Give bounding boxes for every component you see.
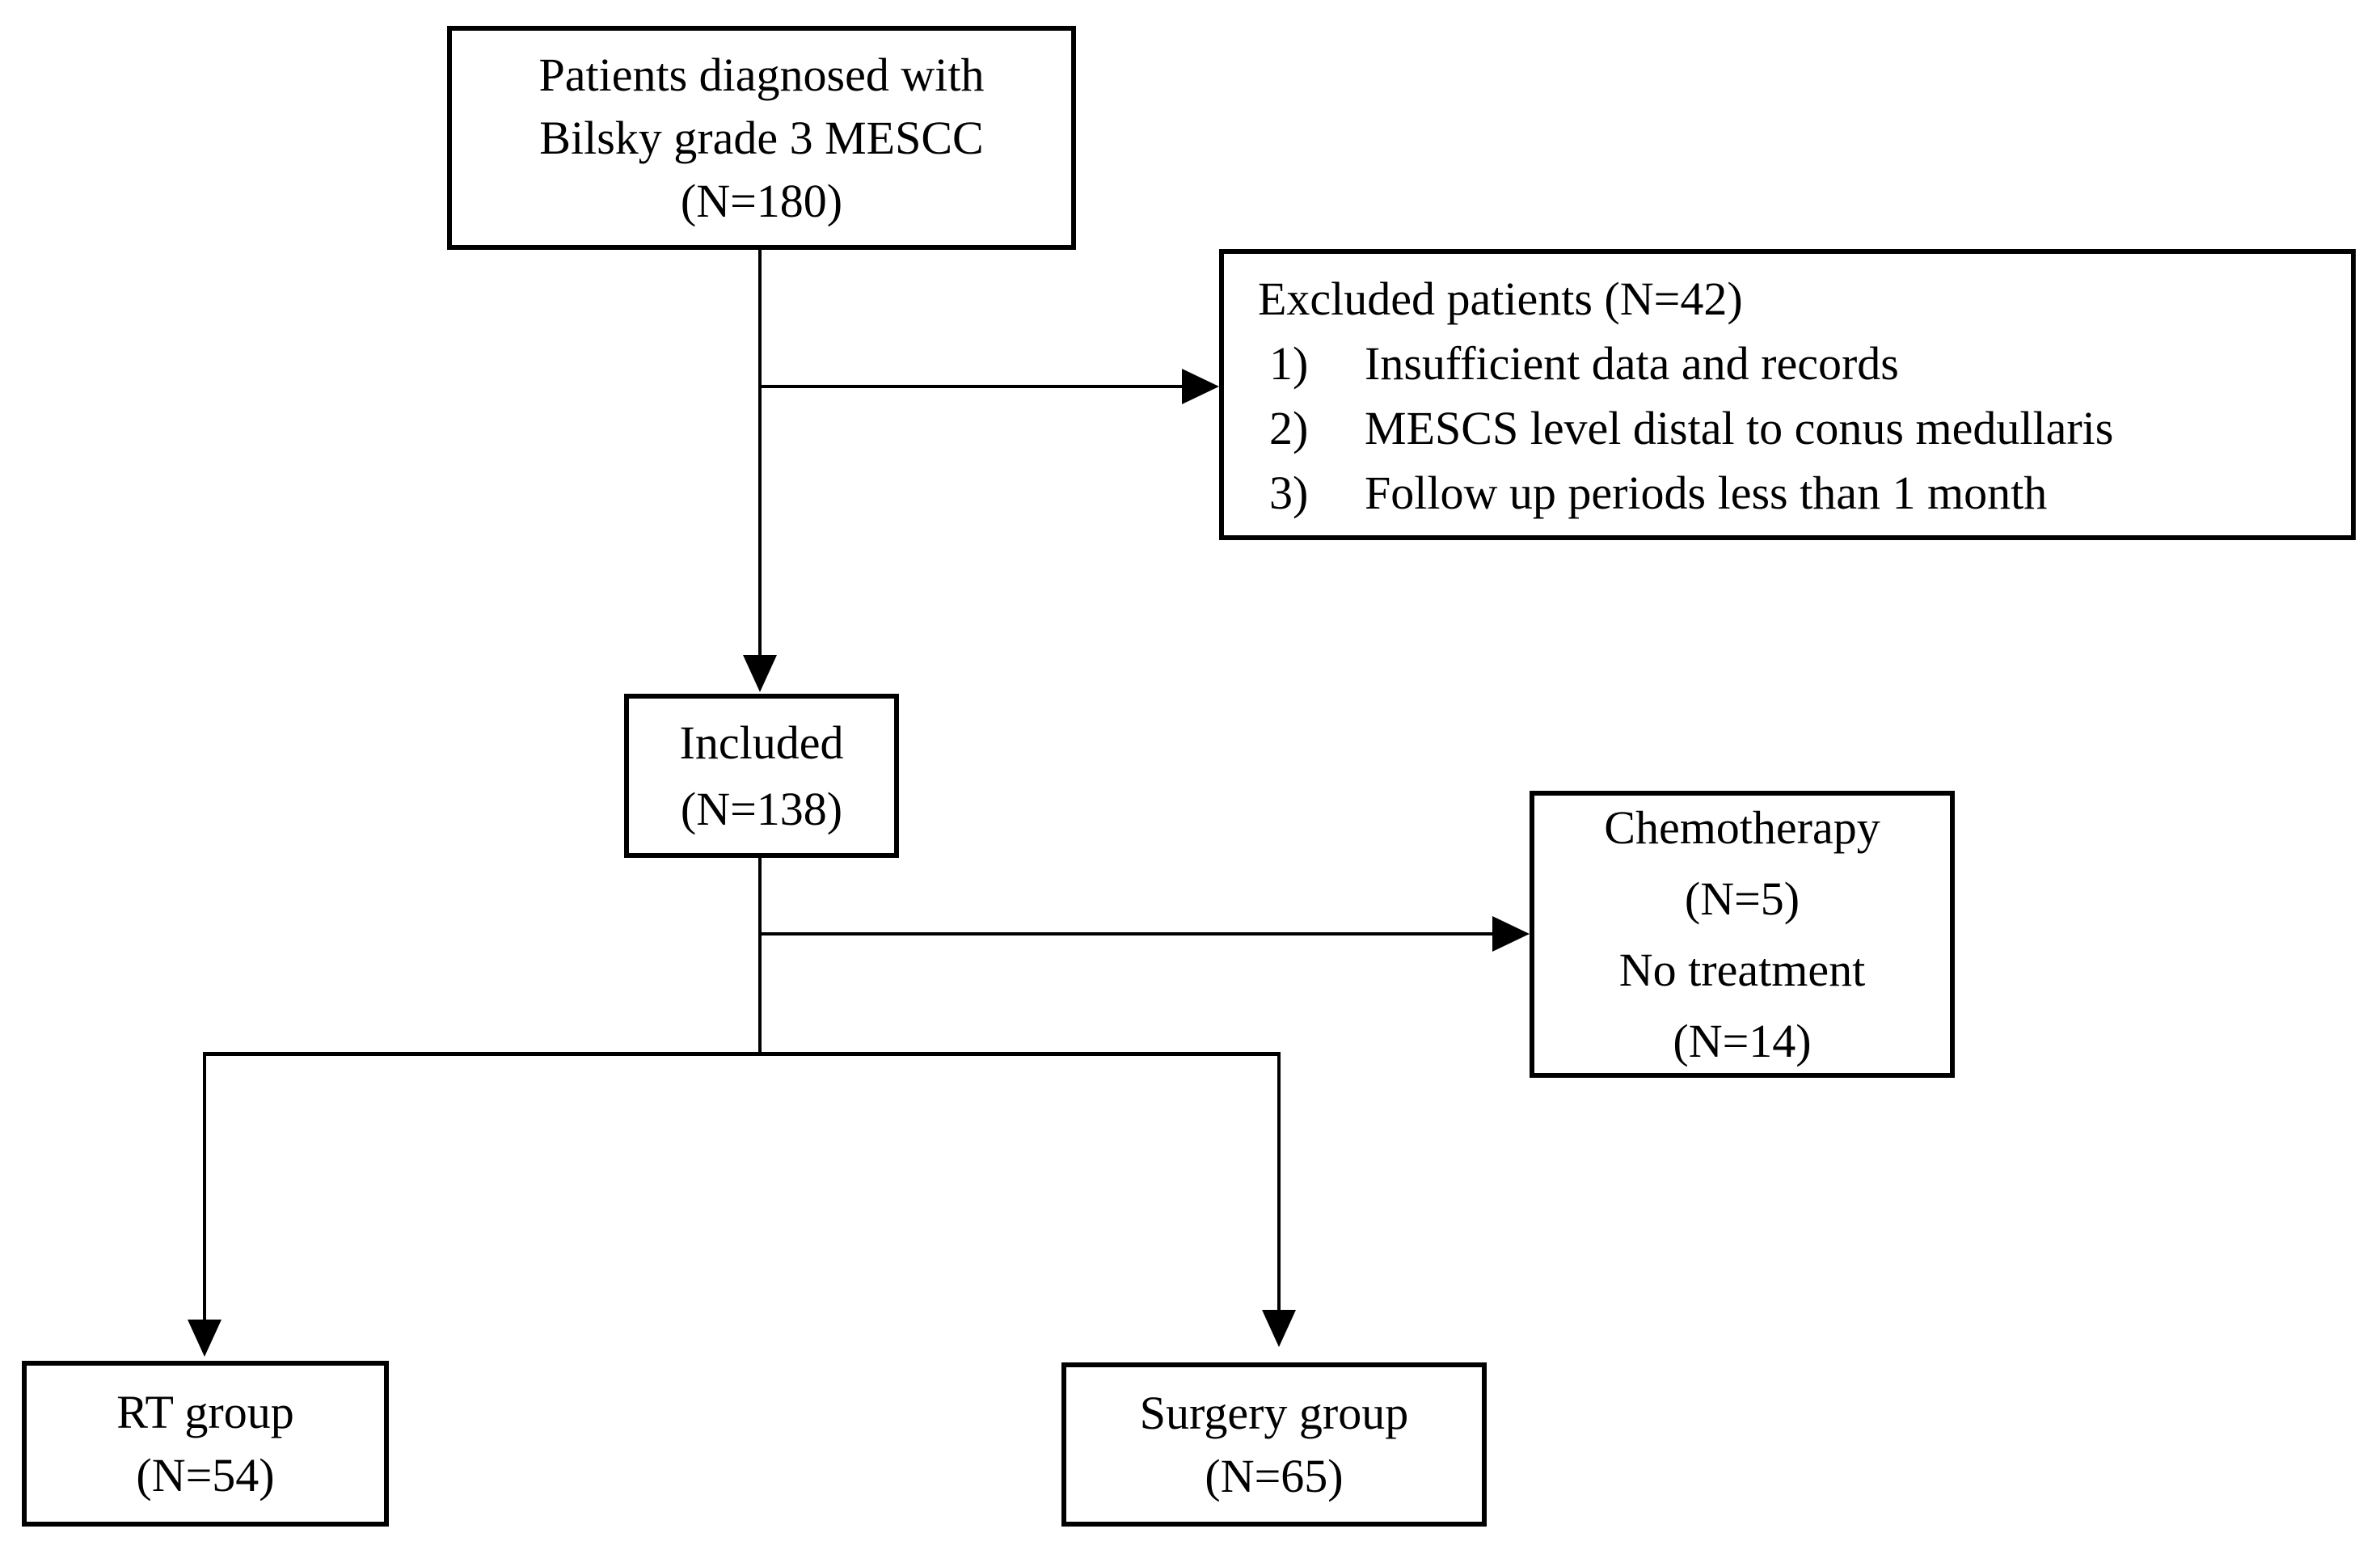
connector-source-to-included [758,249,762,658]
connector-to-chemo [760,932,1492,935]
included-count: (N=138) [680,782,843,835]
arrowhead-down-surgery-icon [1262,1310,1296,1347]
excluded-item-text: Insufficient data and records [1365,337,1899,390]
arrowhead-down-included-icon [743,655,777,692]
box-chemo-no-treatment: Chemotherapy (N=5) No treatment (N=14) [1530,791,1955,1078]
rt-group-count: (N=54) [136,1448,275,1501]
source-line-2: Bilsky grade 3 MESCC [539,111,984,164]
source-count: (N=180) [680,174,843,227]
box-surgery-group: Surgery group (N=65) [1061,1362,1487,1527]
excluded-item-text: MESCS level distal to conus medullaris [1365,402,2114,454]
connector-split-to-rt [203,1052,206,1321]
surgery-group-count: (N=65) [1205,1449,1344,1502]
rt-group-label: RT group [116,1385,294,1438]
surgery-group-label: Surgery group [1139,1386,1409,1439]
excluded-item: 2) MESCS level distal to conus medullari… [1258,396,2331,461]
no-treatment-count: (N=14) [1673,1014,1812,1067]
no-treatment-label: No treatment [1618,943,1866,996]
excluded-title: Excluded patients (N=42) [1258,272,1743,325]
connector-split-bar [203,1052,1281,1056]
box-source-patients: Patients diagnosed with Bilsky grade 3 M… [447,26,1076,250]
connector-to-excluded [760,385,1184,388]
excluded-item-number: 2) [1269,402,1309,454]
chemo-label: Chemotherapy [1604,800,1880,854]
excluded-item-text: Follow up periods less than 1 month [1365,467,2048,519]
box-included: Included (N=138) [624,694,899,858]
included-label: Included [679,716,844,769]
box-rt-group: RT group (N=54) [22,1361,389,1527]
chemo-count: (N=5) [1684,872,1800,925]
excluded-item-number: 1) [1269,337,1309,390]
connector-included-to-split [758,858,762,1056]
arrowhead-down-rt-icon [188,1320,222,1357]
source-line-1: Patients diagnosed with [538,48,985,101]
connector-split-to-surgery [1277,1052,1281,1311]
arrowhead-right-excluded-icon [1182,369,1219,404]
excluded-item-number: 3) [1269,467,1309,519]
box-excluded-patients: Excluded patients (N=42) 1) Insufficient… [1219,249,2356,540]
excluded-item: 3) Follow up periods less than 1 month [1258,461,2331,526]
excluded-item: 1) Insufficient data and records [1258,332,2331,396]
arrowhead-right-chemo-icon [1492,916,1530,952]
